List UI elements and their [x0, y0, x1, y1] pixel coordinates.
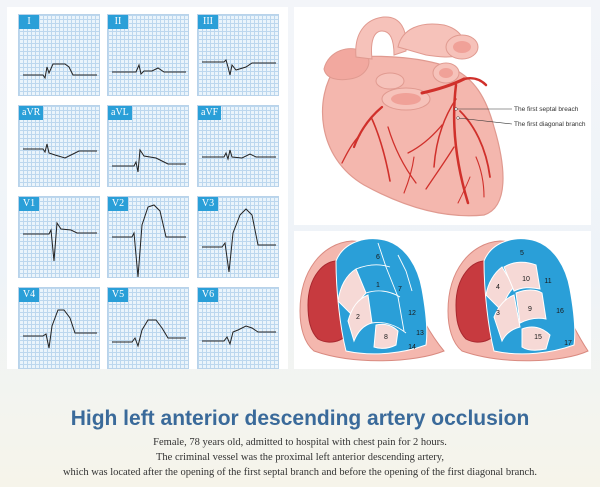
- segment-4: 4: [496, 284, 500, 291]
- lead-label: V4: [19, 288, 39, 302]
- segment-9: 9: [528, 306, 532, 313]
- lv-model-left: 6 1 7 2 8 12 13 14: [299, 238, 445, 362]
- lead-label: aVL: [108, 106, 132, 120]
- ecg-trace: [23, 221, 97, 262]
- ecg-trace: [112, 319, 186, 348]
- ecg-lead-v1: V1: [18, 196, 100, 278]
- ecg-trace: [202, 325, 276, 346]
- lead-label: V5: [108, 288, 128, 302]
- lead-label: V6: [198, 288, 218, 302]
- ecg-lead-avr: aVR: [18, 105, 100, 187]
- segment-13: 13: [416, 330, 424, 337]
- first-septal-branch: [433, 98, 457, 168]
- ecg-trace: [23, 309, 97, 349]
- segment-11: 11: [544, 278, 551, 285]
- lead-label: II: [108, 15, 128, 29]
- segment-2: 2: [356, 314, 360, 321]
- first-diagonal-branch: [459, 110, 491, 178]
- coronary-arteries: [341, 77, 491, 205]
- ecg-lead-ii: II: [107, 14, 189, 96]
- figure-title: High left anterior descending artery occ…: [70, 407, 530, 430]
- lead-label: aVR: [19, 106, 44, 120]
- segment-3: 3: [496, 310, 500, 317]
- heart-illustration: The first septal breach The first diagon…: [321, 16, 586, 217]
- ecg-lead-v6: V6: [197, 287, 279, 369]
- lead-label: V2: [108, 197, 128, 211]
- lv-segment-panel: 6 1 7 2 8 12 13 14 5 4 10: [294, 231, 591, 369]
- segment-1: 1: [376, 282, 380, 289]
- ecg-trace: [202, 149, 276, 161]
- ecg-trace: [112, 204, 186, 278]
- ecg-lead-v2: V2: [107, 196, 189, 278]
- ecg-trace: [112, 148, 186, 173]
- ecg-lead-iii: III: [197, 14, 279, 96]
- lad-artery: [452, 83, 470, 205]
- ecg-lead-v3: V3: [197, 196, 279, 278]
- ecg-lead-avl: aVL: [107, 105, 189, 187]
- lead-label: V3: [198, 197, 218, 211]
- annotation-first-septal-branch: The first septal breach: [514, 106, 579, 113]
- heart-illustration-panel: The first septal breach The first diagon…: [294, 7, 591, 225]
- segment-8: 8: [384, 334, 388, 341]
- ecg-panel: I II III aVR aVL aVF V1: [7, 7, 288, 369]
- lead-label: V1: [19, 197, 39, 211]
- lv-segment-diagrams: 6 1 7 2 8 12 13 14 5 4 10: [299, 238, 589, 362]
- caption-line-3: which was located after the opening of t…: [62, 467, 538, 478]
- ecg-trace: [23, 63, 97, 80]
- ecg-lead-v5: V5: [107, 287, 189, 369]
- segment-16: 16: [556, 308, 564, 315]
- segment-7: 7: [398, 286, 402, 293]
- ecg-trace: [23, 143, 97, 159]
- segment-6: 6: [376, 254, 380, 261]
- caption-line-2: The criminal vessel was the proximal lef…: [156, 452, 444, 463]
- ecg-lead-v4: V4: [18, 287, 100, 369]
- lead-label: III: [198, 15, 218, 29]
- lv-model-right: 5 4 10 11 3 9 16 15 17: [447, 238, 589, 362]
- segment-15: 15: [534, 334, 542, 341]
- heart-body: [321, 55, 504, 217]
- segment-5: 5: [520, 250, 524, 257]
- lead-label: I: [19, 15, 39, 29]
- lead-label: aVF: [198, 106, 222, 120]
- segment-10: 10: [522, 276, 530, 283]
- ecg-lead-avf: aVF: [197, 105, 279, 187]
- ecg-trace: [202, 208, 276, 273]
- ecg-trace: [202, 59, 276, 76]
- caption-line-1: Female, 78 years old, admitted to hospit…: [153, 437, 447, 448]
- segment-14: 14: [408, 344, 416, 351]
- segment-17: 17: [564, 340, 572, 347]
- ecg-trace: [112, 63, 186, 75]
- ecg-lead-i: I: [18, 14, 100, 96]
- segment-12: 12: [408, 310, 416, 317]
- annotation-first-diagonal-branch: The first diagonal branch: [514, 121, 586, 128]
